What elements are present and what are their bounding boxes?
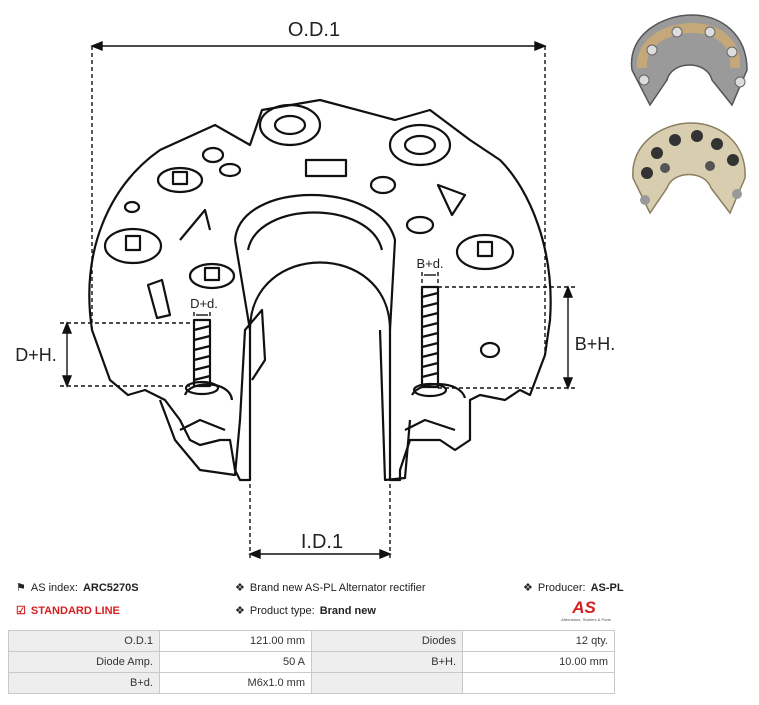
as-pl-logo: AS Alternators, Starters & Parts	[561, 598, 611, 622]
od-label: O.D.1	[288, 19, 340, 41]
spec-table: O.D.1 121.00 mm Diodes 12 qty. Diode Amp…	[8, 630, 615, 694]
spec-key: B+H.	[311, 651, 464, 673]
id-label: I.D.1	[301, 531, 343, 553]
as-index: ⚑ AS index: ARC5270S	[16, 581, 139, 595]
brand-text: Brand new AS-PL Alternator rectifier	[249, 581, 426, 594]
svg-text:AS: AS	[571, 598, 596, 617]
brand-description: ❖ Brand new AS-PL Alternator rectifier	[235, 581, 426, 595]
spec-key: Diodes	[311, 630, 464, 652]
as-index-value: ARC5270S	[82, 581, 139, 594]
info-icon: ❖	[235, 605, 245, 617]
left-bolt	[184, 318, 220, 396]
dh-label: D+H.	[15, 345, 57, 365]
producer-value: AS-PL	[590, 581, 624, 594]
product-type-value: Brand new	[319, 604, 376, 617]
spec-value: 50 A	[158, 651, 313, 673]
table-row: B+d. M6x1.0 mm	[8, 672, 615, 694]
spec-value: 12 qty.	[462, 630, 615, 652]
info-icon: ❖	[523, 582, 533, 594]
bh-label: B+H.	[575, 334, 616, 354]
producer-label: Producer:	[537, 581, 586, 594]
tags-icon: ⚑	[16, 582, 26, 594]
rectifier-outline	[88, 98, 552, 482]
info-icon: ❖	[235, 582, 245, 594]
table-row: Diode Amp. 50 A B+H. 10.00 mm	[8, 651, 615, 673]
bd-label: B+d.	[416, 256, 443, 271]
spec-value: M6x1.0 mm	[158, 672, 313, 694]
spec-key: O.D.1	[8, 630, 160, 652]
table-row: O.D.1 121.00 mm Diodes 12 qty.	[8, 630, 615, 652]
spec-key: Diode Amp.	[8, 651, 160, 673]
product-photo-top	[630, 14, 748, 107]
product-type: ❖ Product type: Brand new	[235, 604, 376, 618]
standard-line-label: STANDARD LINE	[30, 604, 120, 617]
as-index-label: AS index:	[30, 581, 78, 594]
spec-key	[311, 672, 464, 694]
right-bolt	[412, 285, 448, 398]
spec-value: 10.00 mm	[462, 651, 615, 673]
producer: ❖ Producer: AS-PL	[523, 581, 624, 595]
spec-value	[462, 672, 615, 694]
check-square-icon: ☑	[16, 605, 26, 617]
product-photo-bottom	[632, 122, 746, 215]
svg-text:Alternators, Starters & Parts: Alternators, Starters & Parts	[561, 617, 611, 622]
rectifier-technical-drawing: O.D.1 I.D.1 D+H. B+H. D+d. B+d.	[15, 19, 616, 560]
dd-label: D+d.	[190, 296, 218, 311]
product-type-label: Product type:	[249, 604, 315, 617]
spec-key: B+d.	[8, 672, 160, 694]
spec-value: 121.00 mm	[158, 630, 313, 652]
standard-line: ☑ STANDARD LINE	[16, 604, 120, 618]
center-tunnel	[233, 194, 397, 331]
